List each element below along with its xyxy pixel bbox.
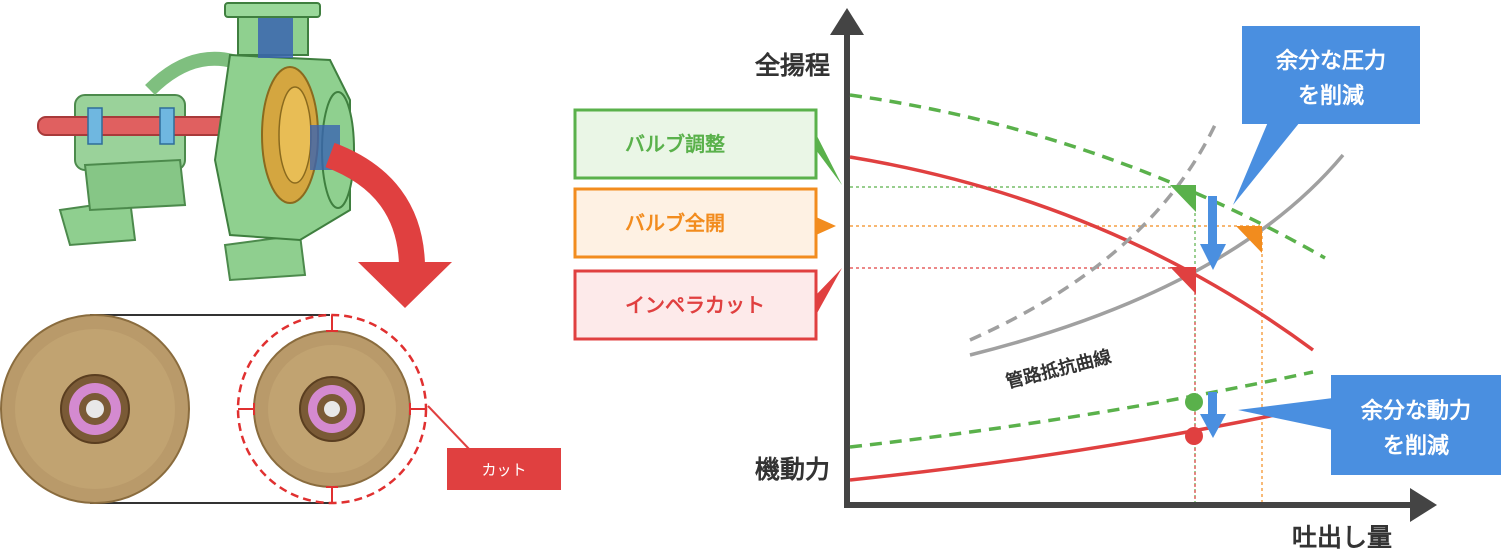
- power-reduction-arrow: [1200, 392, 1226, 438]
- cut-label: カット: [481, 461, 526, 479]
- operating-point-cut: [1170, 267, 1196, 294]
- operating-point-full-open: [1236, 226, 1262, 253]
- callout-reduce-power-line1: 余分な動力: [1360, 398, 1471, 424]
- y-axis-label-lower: 機動力: [755, 455, 830, 484]
- cut-direction-arrow: [325, 142, 452, 308]
- impeller-original: [0, 314, 190, 504]
- legend-valve-full-open: バルブ全開: [573, 187, 836, 259]
- pipe-resistance-curve-throttled: [969, 124, 1217, 342]
- pressure-reduction-arrow: [1200, 196, 1226, 270]
- legend-valve-adjust: バルブ調整: [573, 108, 842, 185]
- callout-reduce-power-line2: を削減: [1383, 434, 1449, 459]
- pump-illustration: [37, 2, 355, 282]
- legend-valve-full-open-label: バルブ全開: [625, 211, 725, 235]
- y-axis-label: 全揚程: [754, 51, 830, 80]
- power-curve-original: [849, 370, 1314, 449]
- head-curve-cut: [849, 155, 1315, 352]
- power-curve-cut: [849, 405, 1314, 482]
- x-axis-arrow: [1410, 488, 1437, 522]
- power-point-valve: [1185, 393, 1203, 411]
- y-axis-arrow: [830, 8, 864, 35]
- legend-impeller-cut-label: インペラカット: [625, 293, 765, 317]
- legend-valve-adjust-label: バルブ調整: [625, 132, 725, 156]
- cut-label-box: [447, 448, 561, 490]
- callout-reduce-pressure-line2: を削減: [1298, 84, 1364, 109]
- legend-impeller-cut: インペラカット: [573, 268, 842, 341]
- callout-reduce-power: 余分な動力 を削減: [1238, 375, 1501, 475]
- head-curve-original: [849, 93, 1326, 260]
- impeller-cut: [236, 313, 428, 505]
- impeller-comparison: カット: [0, 313, 561, 505]
- operating-point-valve: [1170, 185, 1196, 212]
- x-axis-label: 吐出し量: [1292, 523, 1392, 552]
- callout-reduce-pressure-line1: 余分な圧力: [1275, 48, 1386, 74]
- pipe-resistance-label: 管路抵抗曲線: [1003, 345, 1113, 392]
- power-point-cut: [1185, 427, 1203, 445]
- callout-reduce-pressure: 余分な圧力 を削減: [1233, 26, 1420, 205]
